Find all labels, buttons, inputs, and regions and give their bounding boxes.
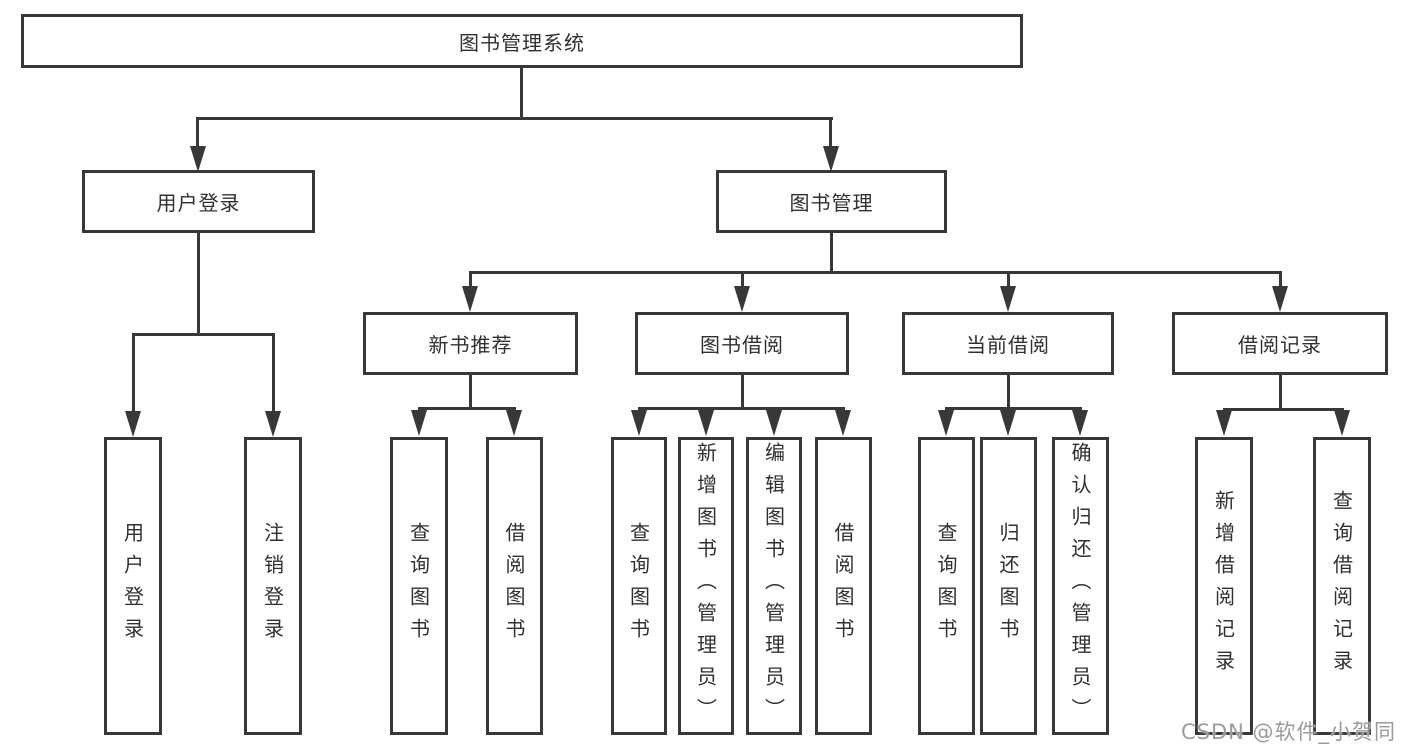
leaf-log-add-record-label: 新增借阅记录 <box>1211 490 1236 682</box>
connector-line <box>196 117 833 120</box>
leaf-bor-query-book: 查询图书 <box>611 437 667 735</box>
arrowhead-down-icon <box>265 411 281 437</box>
leaf-logout-label: 注销登录 <box>260 522 285 650</box>
connector-line <box>945 407 1082 410</box>
arrowhead-down-icon <box>766 410 782 436</box>
arrowhead-down-icon <box>1216 410 1232 436</box>
arrowhead-down-icon <box>835 410 851 436</box>
leaf-bor-edit-book: 编辑图书（管理员） <box>746 437 802 735</box>
leaf-log-query-record-label: 查询借阅记录 <box>1329 490 1354 682</box>
arrowhead-down-icon <box>506 410 522 436</box>
node-new-book-recommend-label: 新书推荐 <box>428 333 513 357</box>
node-borrow-records-label: 借阅记录 <box>1238 333 1322 357</box>
connector-line <box>132 333 275 336</box>
node-user-login: 用户登录 <box>82 170 315 233</box>
leaf-log-query-record: 查询借阅记录 <box>1313 437 1371 735</box>
arrowhead-down-icon <box>1000 286 1016 312</box>
connector-line <box>196 117 199 149</box>
node-borrow-records: 借阅记录 <box>1172 312 1388 375</box>
leaf-bor-add-book-label: 新增图书（管理员） <box>693 442 718 730</box>
connector-line <box>418 407 516 410</box>
connector-line <box>741 271 744 288</box>
connector-line <box>1279 375 1282 410</box>
connector-line <box>469 271 472 288</box>
connector-line <box>520 68 523 119</box>
arrowhead-down-icon <box>1072 410 1088 436</box>
node-book-borrow: 图书借阅 <box>635 312 849 375</box>
node-new-book-recommend: 新书推荐 <box>363 312 578 375</box>
connector-line <box>741 375 744 409</box>
connector-line <box>469 271 1282 274</box>
leaf-bor-borrow-book: 借阅图书 <box>815 437 872 735</box>
connector-line <box>1279 271 1282 288</box>
leaf-rec-borrow-book-label: 借阅图书 <box>502 522 526 650</box>
node-current-borrow: 当前借阅 <box>902 312 1114 375</box>
leaf-cur-return-book-label: 归还图书 <box>996 522 1020 650</box>
leaf-log-add-record: 新增借阅记录 <box>1195 437 1253 735</box>
leaf-bor-add-book: 新增图书（管理员） <box>678 437 734 735</box>
arrowhead-down-icon <box>462 286 478 312</box>
connector-line <box>638 407 845 410</box>
arrowhead-down-icon <box>734 286 750 312</box>
leaf-bor-edit-book-label: 编辑图书（管理员） <box>761 442 786 730</box>
arrowhead-down-icon <box>1000 410 1016 436</box>
leaf-rec-borrow-book: 借阅图书 <box>486 437 543 735</box>
connector-line <box>829 117 832 149</box>
arrowhead-down-icon <box>631 410 647 436</box>
leaf-rec-query-book: 查询图书 <box>390 437 448 735</box>
connector-line <box>1007 375 1010 409</box>
node-root-label: 图书管理系统 <box>459 30 585 55</box>
arrowhead-down-icon <box>938 410 954 436</box>
node-user-login-label: 用户登录 <box>156 191 241 215</box>
node-book-manage: 图书管理 <box>716 170 947 233</box>
leaf-rec-query-book-label: 查询图书 <box>406 522 431 650</box>
leaf-cur-confirm-return: 确认归还（管理员） <box>1052 437 1109 735</box>
connector-line <box>197 233 200 335</box>
arrowhead-down-icon <box>125 411 141 437</box>
leaf-user-login: 用户登录 <box>104 437 162 735</box>
leaf-cur-confirm-return-label: 确认归还（管理员） <box>1068 442 1092 730</box>
connector-line <box>132 333 135 413</box>
watermark: CSDN @软件_小贺同学 <box>1181 720 1397 744</box>
arrowhead-down-icon <box>823 146 839 172</box>
node-book-manage-label: 图书管理 <box>789 191 874 215</box>
connector-line <box>1007 271 1010 288</box>
node-current-borrow-label: 当前借阅 <box>966 333 1050 357</box>
arrowhead-down-icon <box>1272 286 1288 312</box>
leaf-logout: 注销登录 <box>244 437 302 735</box>
node-book-borrow-label: 图书借阅 <box>700 333 784 357</box>
arrowhead-down-icon <box>411 410 427 436</box>
arrowhead-down-icon <box>698 410 714 436</box>
leaf-cur-query-book: 查询图书 <box>918 437 975 735</box>
leaf-bor-borrow-book-label: 借阅图书 <box>831 522 855 650</box>
leaf-user-login-label: 用户登录 <box>120 522 145 650</box>
leaf-cur-query-book-label: 查询图书 <box>934 522 958 650</box>
connector-line <box>830 233 833 273</box>
arrowhead-down-icon <box>190 146 206 172</box>
connector-line <box>1223 408 1344 411</box>
leaf-bor-query-book-label: 查询图书 <box>626 522 651 650</box>
arrowhead-down-icon <box>1334 410 1350 436</box>
leaf-cur-return-book: 归还图书 <box>980 437 1037 735</box>
connector-line <box>469 375 472 409</box>
node-root-system: 图书管理系统 <box>21 14 1023 68</box>
connector-line <box>272 333 275 413</box>
